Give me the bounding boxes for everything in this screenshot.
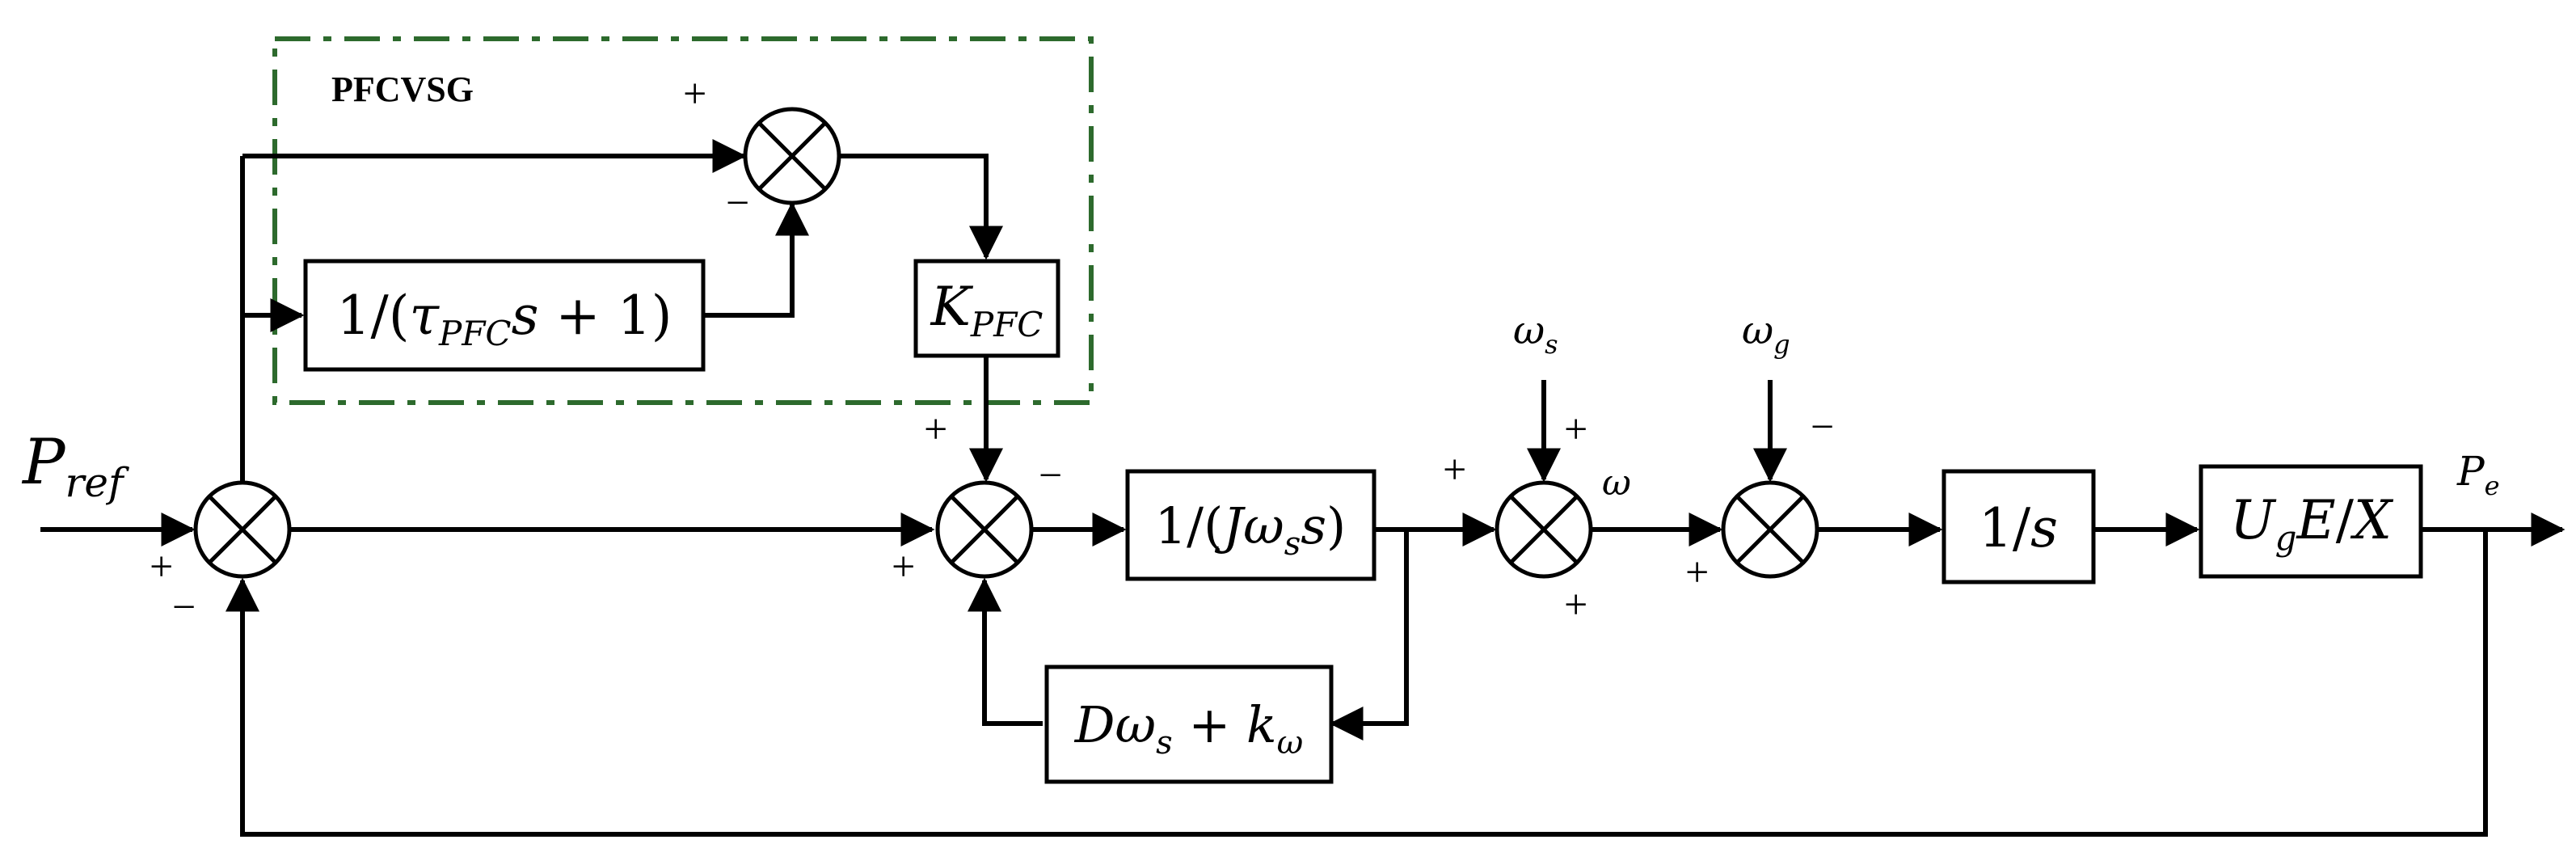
summing-junction-s4 — [1721, 480, 1819, 579]
wire-lowpass-to-spfc — [703, 201, 809, 318]
sign-s4-top: − — [1811, 404, 1834, 450]
omega-g-label: ωg — [1742, 308, 1790, 360]
sign-s2-top: + — [924, 407, 947, 453]
power-block — [2199, 464, 2423, 579]
summing-junction-s3 — [1495, 480, 1593, 579]
sign-s1-left: + — [150, 544, 173, 590]
sign-s2-right: − — [1039, 453, 1062, 499]
pfc-region-label: PFCVSG — [331, 70, 474, 109]
p-e-label: Pe — [2456, 448, 2500, 501]
sign-pfc-bottom: − — [726, 180, 749, 226]
wire-spfc-to-gain — [841, 154, 1003, 260]
power-label: UgE/X — [2230, 489, 2394, 558]
wire-damping-to-s2 — [968, 577, 1043, 726]
lowpass-filter-label: 1/(τPFCs + 1) — [337, 285, 672, 353]
pfc-gain-label: KPFC — [930, 276, 1043, 344]
integrator-label: 1/s — [1979, 497, 2058, 559]
damping-block — [1044, 665, 1334, 784]
inertia-block — [1125, 469, 1377, 581]
sign-pfc-top: + — [683, 71, 706, 117]
sign-s3-left: + — [1443, 447, 1466, 493]
omega-s-label: ωs — [1513, 308, 1558, 360]
p-ref-label: Pref — [21, 426, 129, 506]
pfc-gain-block — [913, 259, 1060, 358]
pfc-region-border — [272, 36, 1094, 405]
sign-s4-left: + — [1685, 550, 1709, 596]
summing-junction-pfc — [743, 107, 841, 205]
sign-s1-bottom: − — [172, 584, 196, 631]
summing-junction-s2 — [935, 480, 1034, 579]
damping-label: Dωs + kω — [1074, 695, 1303, 762]
inertia-label: 1/(Jωss) — [1155, 496, 1347, 563]
summing-junction-s1 — [193, 480, 292, 579]
sign-s3-bottom: + — [1564, 582, 1587, 628]
wire-tap-to-damping — [1329, 530, 1409, 741]
lowpass-filter-block — [303, 259, 706, 372]
sign-s2-bottom: + — [892, 544, 915, 590]
omega-label: ω — [1602, 462, 1631, 504]
integrator-block — [1941, 469, 2096, 584]
wire-pe-feedback — [226, 530, 2488, 837]
sign-s3-top: + — [1564, 407, 1587, 453]
